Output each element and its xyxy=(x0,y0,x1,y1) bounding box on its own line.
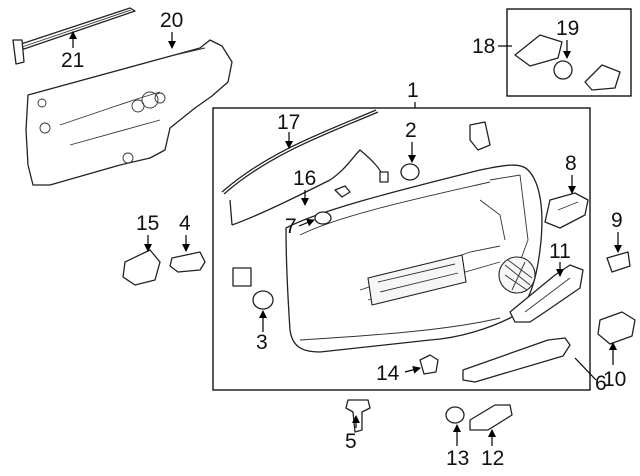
square-cap xyxy=(232,267,252,287)
callout-5: 5 xyxy=(345,430,357,453)
top-bracket xyxy=(469,121,491,151)
retainer-13 xyxy=(445,406,465,424)
kit-part-19 xyxy=(553,60,573,80)
callout-18: 18 xyxy=(472,35,496,58)
cap-9 xyxy=(606,251,631,273)
callout-11: 11 xyxy=(549,240,571,263)
leader-lines xyxy=(69,31,622,446)
door-trim-panel xyxy=(285,164,543,353)
pushpin-7 xyxy=(314,211,332,225)
cable-16 xyxy=(231,149,385,226)
rod-17b xyxy=(223,111,379,195)
screw-5 xyxy=(345,399,371,433)
rod-17 xyxy=(221,109,377,193)
callout-21: 21 xyxy=(61,49,85,72)
cable-16-end xyxy=(229,199,233,226)
callout-17: 17 xyxy=(277,111,301,134)
kit-frame xyxy=(506,8,632,97)
grommet-3 xyxy=(252,290,274,310)
callout-8: 8 xyxy=(565,152,577,175)
assembly-frame xyxy=(212,107,591,391)
cable-clip xyxy=(379,171,389,183)
kit-part-cover xyxy=(584,64,621,91)
callout-10: 10 xyxy=(603,368,627,391)
switch-10 xyxy=(597,311,636,345)
callout-14: 14 xyxy=(376,362,400,385)
weatherstrip-part xyxy=(12,7,136,65)
callout-2: 2 xyxy=(405,119,417,142)
callout-4: 4 xyxy=(179,212,191,235)
water-deflector-part xyxy=(25,39,233,186)
bezel-11-line xyxy=(524,277,571,313)
callout-12: 12 xyxy=(481,447,505,470)
handle-8 xyxy=(544,192,589,229)
callout-19: 19 xyxy=(556,17,580,40)
small-clip xyxy=(334,185,351,198)
callout-3: 3 xyxy=(256,331,268,354)
callout-7: 7 xyxy=(285,215,297,238)
callout-15: 15 xyxy=(136,212,160,235)
plug-2 xyxy=(400,163,420,181)
callout-16: 16 xyxy=(293,167,317,190)
callout-20: 20 xyxy=(160,9,184,32)
pad-12 xyxy=(469,404,513,431)
armrest-6 xyxy=(462,337,571,383)
callout-9: 9 xyxy=(611,209,623,232)
bracket-4 xyxy=(169,251,206,273)
clip-14 xyxy=(419,354,439,375)
callout-13: 13 xyxy=(446,447,470,470)
callout-1: 1 xyxy=(407,79,419,102)
kit-part-18 xyxy=(514,34,563,67)
bracket-15 xyxy=(122,249,161,286)
callout-6: 6 xyxy=(595,372,607,395)
